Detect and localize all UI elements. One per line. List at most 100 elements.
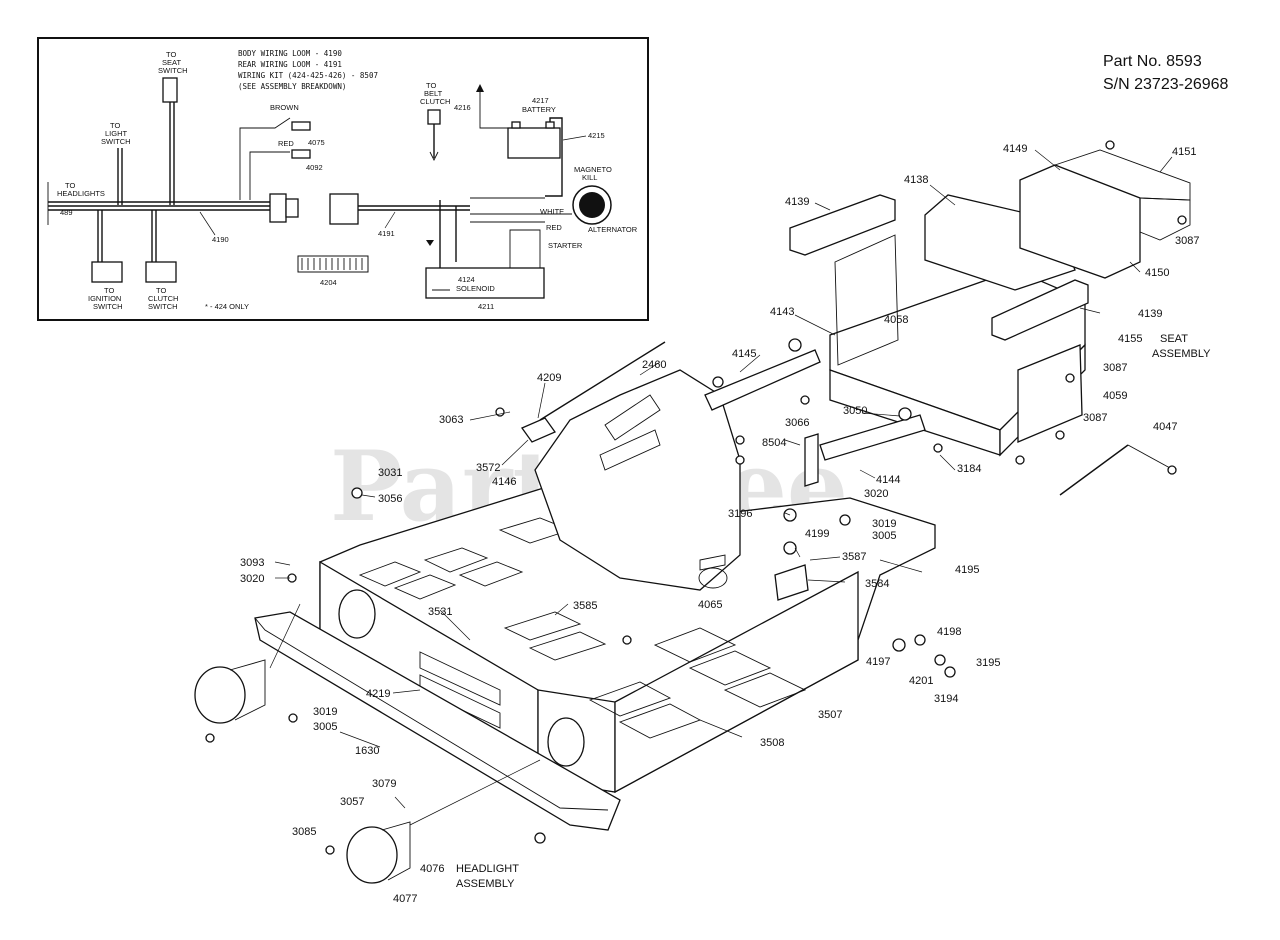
harness-plug [269, 193, 287, 223]
callout-4143: 4143 [770, 306, 794, 318]
label-kill: KILL [582, 173, 597, 182]
label-to-seat-switch: TO [166, 50, 176, 59]
callout-3584: 3584 [865, 578, 889, 590]
label-4215: 4215 [588, 131, 605, 140]
harness-socket [329, 193, 359, 225]
label-light-switch: SWITCH [101, 137, 131, 146]
seat-switch-connector [162, 77, 178, 103]
label-seat: SEAT [162, 58, 181, 67]
label-seat: SEAT [1160, 333, 1188, 345]
legend-line-3: WIRING KIT (424-425-426) - 8507 [238, 71, 378, 80]
legend-line-1: BODY WIRING LOOM - 4190 [238, 49, 342, 58]
label-4217: 4217 [532, 96, 549, 105]
callout-3031: 3031 [378, 467, 402, 479]
label-4124: 4124 [458, 275, 475, 284]
callout-3079: 3079 [372, 778, 396, 790]
label-red: RED [278, 139, 294, 148]
part-number: Part No. 8593 [1103, 53, 1202, 70]
callout-3587: 3587 [842, 551, 866, 563]
label-ignition-switch: SWITCH [93, 302, 123, 311]
solenoid [425, 267, 545, 299]
label-brown: BROWN [270, 103, 299, 112]
red-terminal [291, 149, 311, 159]
ignition-switch-connector [91, 261, 123, 283]
callout-4077: 4077 [393, 893, 417, 905]
label-white: WHITE [540, 207, 564, 216]
callout-3195: 3195 [976, 657, 1000, 669]
callout-4199: 4199 [805, 528, 829, 540]
callout-4149: 4149 [1003, 143, 1027, 155]
label-4190: 4190 [212, 235, 229, 244]
callout-4155: 4155 [1118, 333, 1142, 345]
label-seat-switch: SWITCH [158, 66, 188, 75]
callout-3507: 3507 [818, 709, 842, 721]
seat-assembly [789, 149, 1191, 457]
footnote-424-only: * - 424 ONLY [205, 302, 249, 311]
callout-4201: 4201 [909, 675, 933, 687]
label-headlights: HEADLIGHTS [57, 189, 105, 198]
slide-rail-4144 [819, 414, 926, 461]
callout-3508: 3508 [760, 737, 784, 749]
callout-4197: 4197 [866, 656, 890, 668]
callout-4047: 4047 [1153, 421, 1177, 433]
label-clutch-switch: SWITCH [148, 302, 178, 311]
label-clutch: CLUTCH [148, 294, 178, 303]
rod-4047 [1059, 444, 1129, 496]
label-magneto: MAGNETO [574, 165, 612, 174]
callout-3050: 4146 [492, 476, 516, 488]
callout-4198: 4198 [937, 626, 961, 638]
fasteners [205, 140, 1187, 855]
callout-4219: 4219 [366, 688, 390, 700]
callout-3005-b: 3005 [313, 721, 337, 733]
label-4204: 4204 [320, 278, 337, 287]
callout-3085: 3085 [292, 826, 316, 838]
label-headlight-assembly: ASSEMBLY [456, 878, 515, 890]
callout-3056: 3056 [378, 493, 402, 505]
callout-4139-right: 4139 [1138, 308, 1162, 320]
callout-3093: 3093 [240, 557, 264, 569]
callout-2460: 2460 [642, 359, 666, 371]
label-4191: 4191 [378, 229, 395, 238]
headlight-right-4077 [346, 759, 541, 884]
label-to-light-switch: TO [110, 121, 120, 130]
callout-3020-b: 3020 [240, 573, 264, 585]
label-ignition: IGNITION [88, 294, 121, 303]
callout-3194: 3194 [934, 693, 958, 705]
callout-4150: 4150 [1145, 267, 1169, 279]
armrest-right-4139 [991, 279, 1089, 341]
slide-rail-4145 [704, 349, 821, 411]
label-489: 489 [60, 208, 73, 217]
label-belt-clutch: CLUTCH [420, 97, 450, 106]
callout-4195: 4195 [955, 564, 979, 576]
loom-4204 [297, 255, 369, 273]
callout-3087-c: 3087 [1083, 412, 1107, 424]
callout-3020-a: 3020 [864, 488, 888, 500]
callout-4138: 4138 [904, 174, 928, 186]
callout-4145: 4145 [732, 348, 756, 360]
bracket-4209 [521, 417, 556, 443]
serial-number: S/N 23723-26968 [1103, 76, 1229, 93]
side-panel-4059 [1017, 344, 1083, 443]
label-4075: 4075 [308, 138, 325, 147]
label-light: LIGHT [105, 129, 128, 138]
label-alternator: ALTERNATOR [588, 225, 638, 234]
callout-4144: 4144 [876, 474, 900, 486]
callout-4059: 4059 [1103, 390, 1127, 402]
label-to-ignition: TO [104, 286, 114, 295]
label-belt: BELT [424, 89, 443, 98]
callout-3063: 3063 [439, 414, 463, 426]
wiring-diagram-inset: BODY WIRING LOOM - 4190 REAR WIRING LOOM… [37, 37, 649, 321]
rod-2460 [539, 341, 666, 421]
callout-8504: 8504 [762, 437, 786, 449]
callout-4058: 4058 [884, 314, 908, 326]
bracket-3584 [774, 564, 809, 601]
battery [507, 127, 561, 159]
callout-3196: 3196 [728, 508, 752, 520]
callouts: 4149 4151 4138 4139 3087 4150 4139 4155 … [240, 143, 1199, 905]
callout-3057: 3057 [340, 796, 364, 808]
callout-3572: 3066 [785, 417, 809, 429]
callout-4146: 3050 [843, 405, 867, 417]
callout-3585: 3585 [573, 600, 597, 612]
legend-line-4: (SEE ASSEMBLY BREAKDOWN) [238, 82, 346, 91]
label-to-clutch: TO [156, 286, 166, 295]
